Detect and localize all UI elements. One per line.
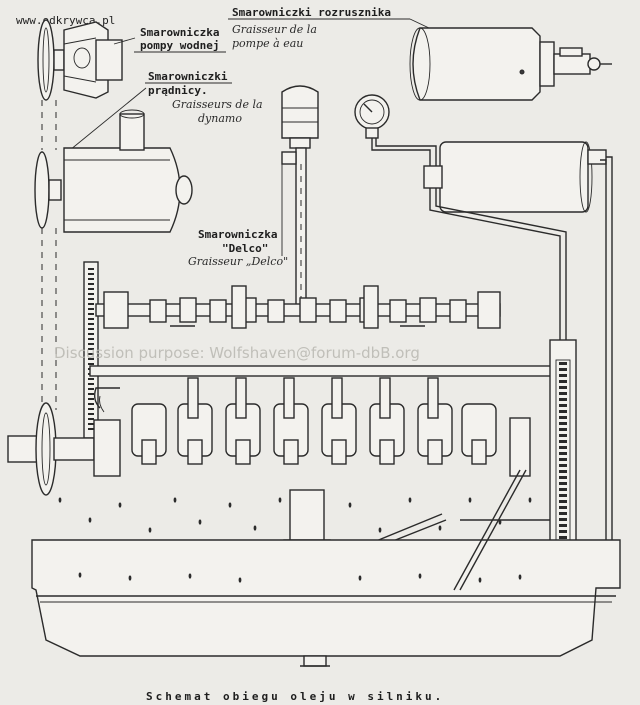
oil-drop <box>438 525 442 531</box>
oil-drop <box>418 573 422 579</box>
starter-label-fr-1: Graisseur de la <box>232 23 317 36</box>
cam-lobe <box>389 299 407 323</box>
oil-drops <box>58 497 532 583</box>
oil-drop <box>408 497 412 503</box>
oil-drop <box>173 497 177 503</box>
cam-bearing <box>231 285 247 329</box>
connecting-rod <box>235 377 247 419</box>
crank-journal <box>187 439 203 465</box>
oil-drop <box>238 577 242 583</box>
connecting-rod <box>427 377 439 419</box>
cam-lobe <box>179 297 197 323</box>
dynamo-drawing <box>34 109 193 233</box>
caption: Schemat obiegu oleju w silniku. <box>146 690 444 703</box>
cam-lobe <box>209 299 227 323</box>
crank-journal <box>427 439 443 465</box>
pump-label-pl-2: pompy wodnej <box>140 39 219 52</box>
dynamo-label-fr-1: Graisseurs de la <box>172 98 263 111</box>
starter-motor-drawing <box>409 27 612 101</box>
relief-valve-column <box>460 339 577 573</box>
oil-drop <box>378 527 382 533</box>
delco-distributor-drawing <box>281 85 319 309</box>
cam-lobe <box>449 299 467 323</box>
dynamo-label-pl-2: prądnicy. <box>148 84 208 97</box>
cam-lobe <box>419 297 437 323</box>
oil-drop <box>198 519 202 525</box>
starter-label-pl: Smarowniczki rozrusznika <box>232 6 391 19</box>
water-pump-drawing <box>37 19 136 101</box>
cam-lobe <box>267 299 285 323</box>
crank-journal <box>331 439 347 465</box>
oil-drop <box>148 527 152 533</box>
oil-drop <box>358 575 362 581</box>
watermark-middle: Discussion purpose: Wolfshaven@forum-dbB… <box>54 344 420 362</box>
crank-journal <box>379 439 395 465</box>
oil-filter-drawing <box>423 141 613 560</box>
oil-drop <box>78 572 82 578</box>
oil-drop <box>58 497 62 503</box>
oil-drop <box>188 573 192 579</box>
oil-drop <box>253 525 257 531</box>
cam-lobe <box>299 297 317 323</box>
camshaft-drawing <box>95 285 501 329</box>
oil-drop <box>528 497 532 503</box>
dynamo-leader-line <box>69 87 147 151</box>
cam-lobe <box>329 299 347 323</box>
starter-label-fr-2: pompe à eau <box>232 37 303 50</box>
crank-journal <box>283 439 299 465</box>
oil-drop <box>118 502 122 508</box>
dynamo-label-fr-2: dynamo <box>198 112 242 125</box>
oil-drop <box>348 502 352 508</box>
delco-label-pl-1: Smarowniczka <box>198 228 277 241</box>
oil-drop <box>278 497 282 503</box>
crank-journal <box>471 439 487 465</box>
connecting-rod <box>379 377 391 419</box>
oil-drop <box>478 577 482 583</box>
oil-drop <box>468 497 472 503</box>
crank-journal <box>235 439 251 465</box>
delco-label-fr: Graisseur „Delco" <box>188 255 288 268</box>
connecting-rod <box>187 377 199 419</box>
cam-bearing <box>363 285 379 329</box>
oil-drop <box>518 574 522 580</box>
connecting-rod <box>331 377 343 419</box>
connecting-rod <box>283 377 295 419</box>
oil-drop <box>128 575 132 581</box>
oil-drop <box>88 517 92 523</box>
oil-drop <box>228 502 232 508</box>
cam-lobe <box>149 299 167 323</box>
crank-journal <box>141 439 157 465</box>
oil-drop <box>498 519 502 525</box>
pump-label-pl-1: Smarowniczka <box>140 26 219 39</box>
oil-sump-drawing <box>31 469 621 667</box>
crankshaft-drawing <box>7 377 531 496</box>
dynamo-label-pl-1: Smarowniczki <box>148 70 228 83</box>
delco-label-pl-2: "Delco" <box>222 242 268 255</box>
oil-pressure-gauge <box>354 94 437 168</box>
